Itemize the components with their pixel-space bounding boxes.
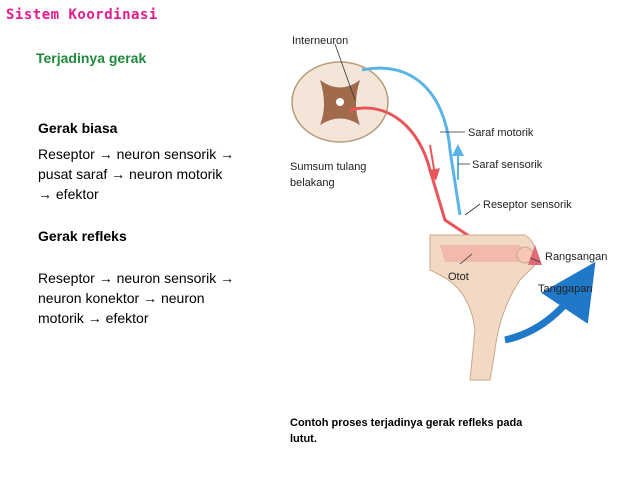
caption-line: Contoh proses terjadinya gerak refleks p…: [290, 417, 523, 429]
gerak-biasa-heading: Gerak biasa: [38, 120, 118, 136]
gerak-refleks-line: neuron konektor → neuron: [38, 290, 205, 306]
label-saraf-motorik: Saraf motorik: [468, 127, 534, 139]
response-arrow: [504, 261, 596, 344]
label-saraf-sensorik: Saraf sensorik: [472, 159, 543, 171]
header-title: Sistem Koordinasi: [6, 7, 158, 23]
label-sumsum-1: Sumsum tulang: [290, 161, 366, 173]
gerak-refleks-heading: Gerak refleks: [38, 228, 127, 244]
spinal-cord-illustration: [291, 61, 389, 143]
gerak-biasa-line: → efektor: [38, 186, 99, 202]
text-content: Gerak biasa Reseptor → neuron sensorik →…: [38, 118, 273, 328]
figure-caption: Contoh proses terjadinya gerak refleks p…: [290, 415, 570, 447]
leg-illustration: [429, 234, 537, 381]
reflex-arc-diagram: Interneuron Saraf motorik Saraf sensorik…: [290, 35, 607, 381]
label-otot: Otot: [448, 271, 469, 283]
label-sumsum-2: belakang: [290, 177, 335, 189]
gerak-biasa-line: Reseptor → neuron sensorik →: [38, 146, 235, 162]
label-interneuron: Interneuron: [292, 35, 348, 47]
label-tanggapan: Tanggapan: [538, 283, 592, 295]
gerak-biasa-line: pusat saraf → neuron motorik: [38, 166, 223, 182]
sensory-nerve: [361, 66, 462, 216]
label-rangsangan: Rangsangan: [545, 251, 607, 263]
label-reseptor-sensorik: Reseptor sensorik: [483, 199, 572, 211]
gerak-refleks-line: Reseptor → neuron sensorik →: [38, 270, 235, 286]
slide-subtitle: Terjadinya gerak: [36, 50, 147, 66]
caption-line: lutut.: [290, 433, 317, 445]
hammer-icon: [528, 245, 542, 265]
gerak-refleks-line: motorik → efektor: [38, 310, 149, 326]
